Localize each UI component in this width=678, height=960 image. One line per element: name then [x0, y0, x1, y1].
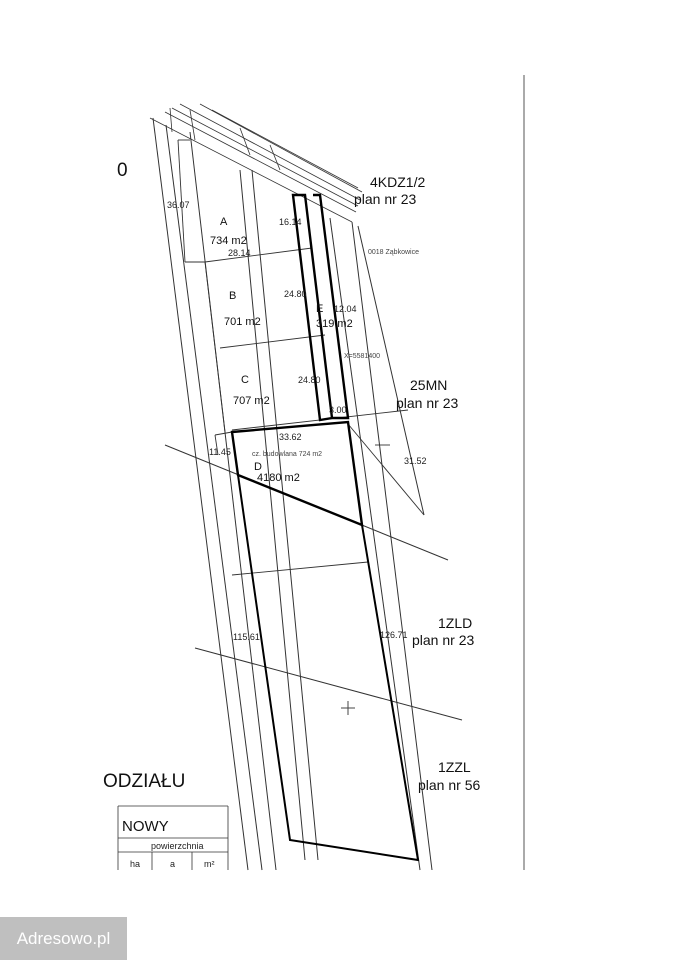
dimension-label: 115.61	[233, 632, 260, 642]
watermark-badge: Adresowo.pl	[0, 917, 127, 960]
table-col-m2: m²	[204, 859, 215, 869]
odzialu-heading: ODZIAŁU	[103, 771, 185, 792]
parcel-d-area: 4180 m2	[257, 472, 300, 484]
cross-marker	[341, 701, 355, 715]
parcel-c-area: 707 m2	[233, 395, 270, 407]
parcel-e-outline	[291, 193, 350, 422]
parcel-a-letter: A	[220, 216, 228, 228]
dimension-label: 16.14	[279, 217, 302, 227]
parcel-b-letter: B	[229, 290, 236, 302]
dimension-label: 24.80	[284, 289, 307, 299]
parcel-b-area: 701 m2	[224, 316, 261, 328]
zone-25mn-id: 25MN	[410, 377, 447, 393]
parcel-e-area: 319 m2	[316, 318, 353, 330]
zone-4kdz-plan: plan nr 23	[354, 191, 416, 207]
dimension-label: 3.00	[329, 405, 347, 415]
parcel-d-letter: D	[254, 461, 262, 473]
dimension-label: 36.07	[167, 200, 190, 210]
dimension-label: 11.45	[209, 447, 231, 457]
dimension-label: 28.14	[228, 248, 251, 258]
area-table	[117, 805, 229, 870]
strip-boundaries	[152, 117, 433, 871]
building-note: cz. budowlana 724 m2	[252, 451, 322, 458]
table-title: NOWY	[122, 818, 169, 835]
parcel-c-letter: C	[241, 374, 249, 386]
zone-1zzl-plan: plan nr 56	[418, 777, 480, 793]
table-col-ha: ha	[130, 859, 140, 869]
zone-1zld-id: 1ZLD	[438, 615, 472, 631]
road-band	[149, 103, 363, 223]
zone-25mn-plan: plan nr 23	[396, 395, 458, 411]
table-header: powierzchnia	[151, 841, 204, 851]
long-strip-outline	[237, 474, 420, 862]
dimension-label: 33.62	[279, 432, 302, 442]
zero-mark: 0	[117, 160, 128, 181]
dimension-label: 126.71	[380, 630, 408, 640]
parcel-e-letter: E	[316, 303, 323, 315]
parcel-divisions	[177, 139, 425, 576]
dimension-label: 31.52	[404, 456, 427, 466]
watermark-text: Adresowo.pl	[16, 928, 111, 948]
table-col-a: a	[170, 859, 175, 869]
parcel-a-area: 734 m2	[210, 235, 247, 247]
dimension-label: 24.80	[298, 375, 321, 385]
zone-1zzl-id: 1ZZL	[438, 759, 471, 775]
zone-4kdz-id: 4KDZ1/2	[370, 174, 425, 190]
dimension-label: 12.04	[334, 304, 357, 314]
road-name: 0018 Ząbkowice	[368, 249, 419, 256]
coordinate-label: X=5581400	[344, 353, 380, 360]
zone-1zld-plan: plan nr 23	[412, 632, 474, 648]
